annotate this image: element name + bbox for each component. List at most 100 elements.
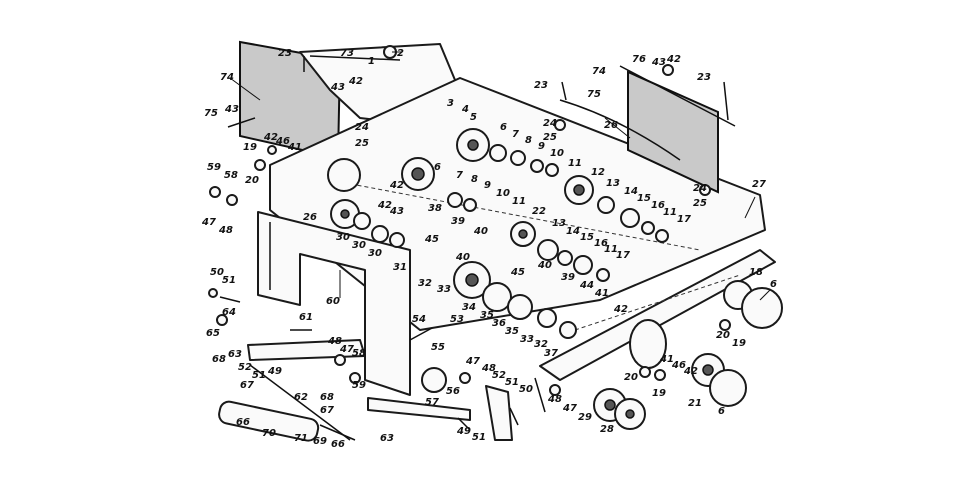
- callout-57: 57: [425, 397, 439, 408]
- callout-35: 35: [505, 326, 519, 337]
- callout-25: 25: [693, 198, 707, 209]
- callout-43: 43: [651, 57, 666, 68]
- callout-26: 26: [303, 212, 317, 223]
- callout-47: 47: [562, 403, 577, 414]
- callout-15: 15: [637, 193, 651, 204]
- callout-23: 23: [697, 72, 711, 83]
- callout-10: 10: [550, 148, 564, 159]
- callout-20: 20: [245, 175, 259, 186]
- callout-51: 51: [252, 370, 266, 381]
- callout-12: 12: [591, 167, 605, 178]
- callout-9: 9: [538, 141, 545, 152]
- callout-11: 11: [512, 196, 526, 207]
- callout-67: 67: [240, 380, 254, 391]
- callout-20: 20: [624, 372, 638, 383]
- callout-34: 34: [462, 302, 476, 313]
- callout-41: 41: [287, 142, 302, 153]
- callout-63: 63: [380, 433, 394, 444]
- callout-43: 43: [330, 82, 345, 93]
- callout-74: 74: [220, 72, 234, 83]
- callout-48: 48: [547, 394, 562, 405]
- lever-arm-62: [247, 339, 366, 441]
- callout-60: 60: [326, 296, 340, 307]
- callout-66: 66: [236, 417, 250, 428]
- callout-71: 71: [294, 433, 308, 444]
- callout-49: 49: [456, 426, 471, 437]
- callout-66: 66: [331, 439, 345, 450]
- callout-10: 10: [496, 188, 510, 199]
- callout-54: 54: [412, 314, 426, 325]
- callout-24: 24: [543, 118, 557, 129]
- callout-17: 17: [677, 214, 691, 225]
- callout-6: 6: [434, 162, 441, 173]
- right-side-plate: [539, 249, 776, 381]
- callout-41: 41: [594, 288, 609, 299]
- callout-52: 52: [238, 362, 252, 373]
- callout-22: 22: [532, 206, 546, 217]
- callout-33: 33: [520, 334, 534, 345]
- gas-spring: [218, 400, 356, 442]
- callout-23: 23: [278, 48, 292, 59]
- callout-labels: 23 73 2 1 74 42 43 3 4 5 75 43 24 25 42 …: [201, 48, 777, 450]
- callout-67: 67: [320, 405, 334, 416]
- callout-44: 44: [579, 280, 594, 291]
- callout-36: 36: [492, 318, 506, 329]
- callout-30: 30: [352, 240, 366, 251]
- callout-7: 7: [512, 129, 519, 140]
- callout-14: 14: [624, 186, 638, 197]
- callout-28: 28: [600, 424, 614, 435]
- callout-29: 29: [578, 412, 592, 423]
- callout-75: 75: [587, 89, 601, 100]
- callout-11: 11: [568, 158, 582, 169]
- callout-4: 4: [461, 104, 469, 115]
- callout-43: 43: [224, 104, 239, 115]
- callout-1: 1: [368, 56, 375, 67]
- callout-52: 52: [492, 370, 506, 381]
- callout-31: 31: [393, 262, 407, 273]
- callout-6: 6: [500, 122, 507, 133]
- callout-45: 45: [510, 267, 525, 278]
- callout-42: 42: [348, 76, 363, 87]
- callout-19: 19: [652, 388, 666, 399]
- callout-50: 50: [210, 267, 224, 278]
- callout-25: 25: [543, 132, 557, 143]
- callout-23: 23: [534, 80, 548, 91]
- callout-46: 46: [671, 360, 686, 371]
- callout-19: 19: [243, 142, 257, 153]
- callout-43: 43: [389, 206, 404, 217]
- callout-11: 11: [663, 207, 677, 218]
- callout-68: 68: [212, 354, 226, 365]
- callout-35: 35: [480, 310, 494, 321]
- callout-46: 46: [275, 136, 290, 147]
- callout-9: 9: [484, 180, 491, 191]
- callout-7: 7: [456, 170, 463, 181]
- callout-16: 16: [651, 200, 665, 211]
- callout-73: 73: [340, 48, 354, 59]
- callout-5: 5: [470, 112, 477, 123]
- callout-40: 40: [455, 252, 470, 263]
- callout-50: 50: [519, 384, 533, 395]
- callout-55: 55: [431, 342, 445, 353]
- callout-37: 37: [544, 348, 558, 359]
- callout-51: 51: [472, 432, 486, 443]
- callout-56: 56: [446, 386, 460, 397]
- callout-68: 68: [320, 392, 334, 403]
- leader-lines: [229, 51, 771, 301]
- callout-38: 38: [428, 203, 442, 214]
- callout-48: 48: [327, 336, 342, 347]
- callout-24: 24: [355, 122, 369, 133]
- callout-26: 26: [604, 120, 618, 131]
- callout-25: 25: [355, 138, 369, 149]
- callout-40: 40: [473, 226, 488, 237]
- callout-42: 42: [389, 180, 404, 191]
- callout-47: 47: [339, 344, 354, 355]
- callout-53: 53: [450, 314, 464, 325]
- callout-13: 13: [606, 178, 620, 189]
- callout-62: 62: [294, 392, 308, 403]
- callout-6: 6: [770, 279, 777, 290]
- callout-11: 11: [604, 244, 618, 255]
- callout-30: 30: [368, 248, 382, 259]
- callout-69: 69: [313, 436, 327, 447]
- bracket-52: [485, 385, 513, 441]
